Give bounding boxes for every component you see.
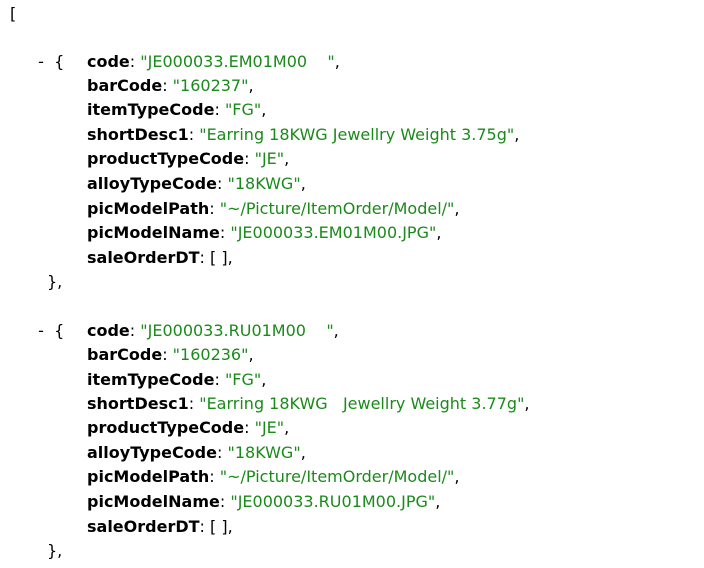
field-key: productTypeCode — [87, 418, 245, 437]
field-shortdesc1: shortDesc1: "Earring 18KWG Jewellry Weig… — [87, 125, 520, 144]
field-saleorderdt: saleOrderDT: [ ], — [87, 248, 233, 267]
field-value: "JE" — [254, 418, 285, 437]
field-key: picModelName — [87, 223, 220, 242]
record-header: - { — [28, 295, 64, 340]
open-brace: { — [54, 52, 65, 71]
field-shortdesc1: shortDesc1: "Earring 18KWG Jewellry Weig… — [87, 394, 530, 413]
field-key: barCode — [87, 345, 163, 364]
field-key: code — [87, 321, 130, 340]
field-alloytypecode: alloyTypeCode: "18KWG", — [87, 174, 306, 193]
field-key: alloyTypeCode — [87, 443, 217, 462]
field-key: itemTypeCode — [87, 370, 215, 389]
field-value: "18KWG" — [227, 443, 301, 462]
field-key: picModelName — [87, 492, 220, 511]
field-key: picModelPath — [87, 467, 210, 486]
field-saleorderdt: saleOrderDT: [ ], — [87, 517, 233, 536]
field-value: "18KWG" — [227, 174, 301, 193]
field-key: barCode — [87, 76, 163, 95]
field-value: "JE000033.RU01M00 " — [140, 321, 334, 340]
field-key: alloyTypeCode — [87, 174, 217, 193]
collapse-toggle[interactable]: - — [38, 321, 44, 340]
field-key: saleOrderDT — [87, 248, 200, 267]
field-producttypecode: productTypeCode: "JE", — [87, 149, 290, 168]
field-key: itemTypeCode — [87, 100, 215, 119]
field-value: "Earring 18KWG Jewellry Weight 3.75g" — [199, 125, 515, 144]
field-value: "160236" — [172, 345, 249, 364]
field-value: "~/Picture/ItemOrder/Model/" — [219, 467, 455, 486]
field-picmodelname: picModelName: "JE000033.EM01M00.JPG", — [87, 223, 442, 242]
field-value: "JE" — [254, 149, 285, 168]
field-code: code: "JE000033.RU01M00 ", — [87, 321, 339, 340]
field-value: "160237" — [172, 76, 249, 95]
field-value: "JE000033.EM01M00.JPG" — [230, 223, 437, 242]
close-brace: }, — [47, 541, 63, 560]
record-header: - { — [28, 26, 64, 71]
field-value: [ ] — [210, 248, 228, 267]
field-itemtypecode: itemTypeCode: "FG", — [87, 100, 267, 119]
field-picmodelpath: picModelPath: "~/Picture/ItemOrder/Model… — [87, 467, 460, 486]
field-key: code — [87, 52, 130, 71]
field-itemtypecode: itemTypeCode: "FG", — [87, 370, 267, 389]
close-brace: }, — [47, 272, 63, 291]
field-barcode: barCode: "160237", — [87, 76, 254, 95]
field-value: "FG" — [224, 370, 262, 389]
field-code: code: "JE000033.EM01M00 ", — [87, 52, 340, 71]
field-key: productTypeCode — [87, 149, 245, 168]
field-producttypecode: productTypeCode: "JE", — [87, 418, 290, 437]
field-barcode: barCode: "160236", — [87, 345, 254, 364]
field-key: picModelPath — [87, 199, 210, 218]
field-picmodelname: picModelName: "JE000033.RU01M00.JPG", — [87, 492, 441, 511]
field-key: shortDesc1 — [87, 394, 189, 413]
collapse-toggle[interactable]: - — [38, 52, 44, 71]
field-key: saleOrderDT — [87, 517, 200, 536]
field-value: "~/Picture/ItemOrder/Model/" — [219, 199, 455, 218]
open-brace: { — [54, 321, 65, 340]
field-value: "JE000033.RU01M00.JPG" — [230, 492, 436, 511]
field-value: "Earring 18KWG Jewellry Weight 3.77g" — [199, 394, 525, 413]
field-value: "FG" — [224, 100, 262, 119]
field-key: shortDesc1 — [87, 125, 189, 144]
field-value: [ ] — [210, 517, 228, 536]
field-picmodelpath: picModelPath: "~/Picture/ItemOrder/Model… — [87, 199, 460, 218]
json-open-bracket: [ — [10, 4, 17, 23]
field-value: "JE000033.EM01M00 " — [140, 52, 335, 71]
field-alloytypecode: alloyTypeCode: "18KWG", — [87, 443, 306, 462]
